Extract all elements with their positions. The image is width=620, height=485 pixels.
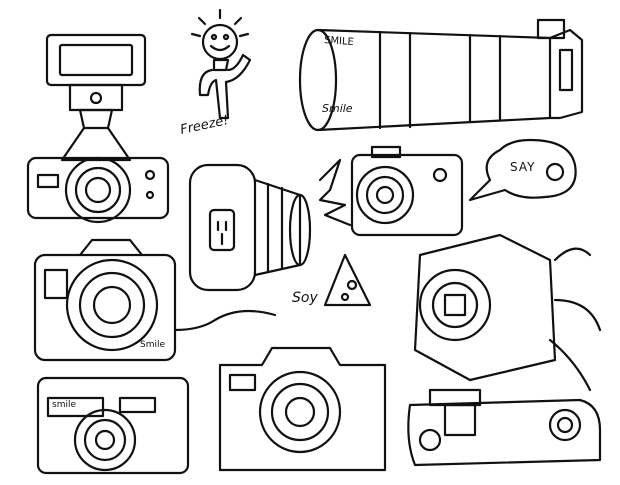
dslr-camera-icon xyxy=(33,238,277,362)
freeze-man-icon xyxy=(190,8,252,120)
soy-text: Soy xyxy=(292,290,318,306)
lens-plug-icon xyxy=(188,163,312,292)
say-cheese-bubble-icon xyxy=(468,138,577,202)
flash-camera-icon xyxy=(26,33,170,224)
vintage-camera-ribbon-icon xyxy=(413,233,602,392)
smile-camera-text: Smile xyxy=(140,340,166,350)
compact-camera-icon xyxy=(36,376,190,475)
smile-lens-text-2: Smile xyxy=(322,102,353,115)
smile-lens-text: SMILE xyxy=(323,34,355,49)
telephoto-lens-icon xyxy=(298,18,584,132)
cheese-icon xyxy=(323,253,372,307)
dslr-camera-front-icon xyxy=(218,346,387,472)
say-text: SAY xyxy=(510,160,536,174)
smile-compact-text: smile xyxy=(52,400,76,410)
compact-camera-burst-icon xyxy=(318,145,464,237)
rangefinder-camera-icon xyxy=(407,388,602,467)
